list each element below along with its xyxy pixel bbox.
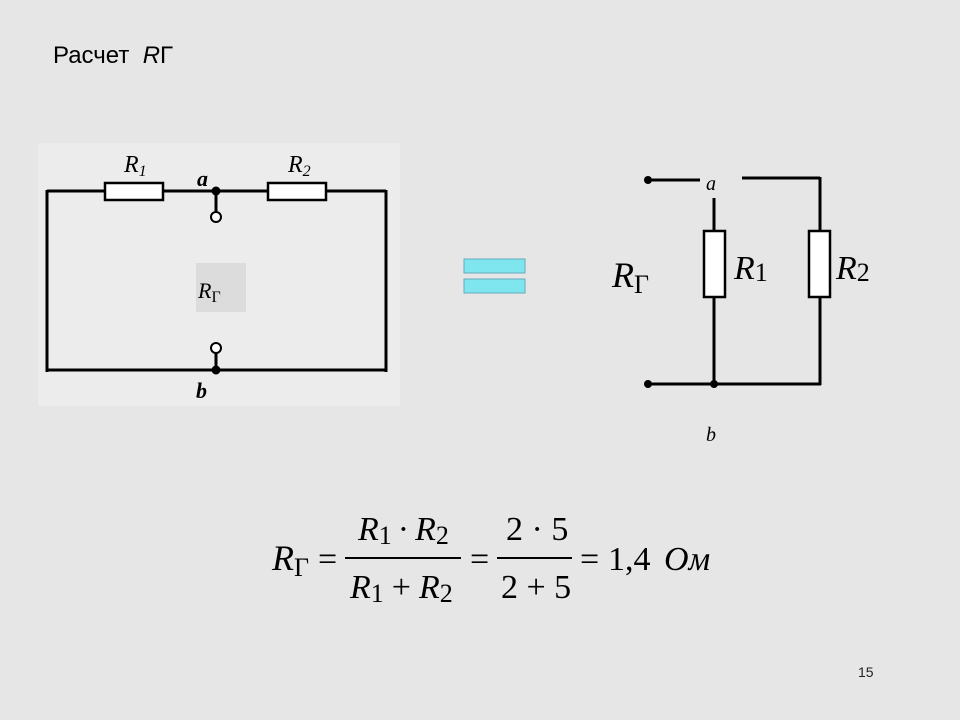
left-label-node-a: a [197,166,208,191]
left-rg-label-box [196,263,246,312]
right-resistor-r2 [807,229,832,299]
left-circuit: R1 R2 a b RГ [38,143,400,406]
equivalence-sign [463,258,526,294]
left-resistor-r2 [266,181,328,202]
title-symbol: R [142,42,161,69]
formula-denominator-2: 2 + 5 [501,569,571,606]
right-label-node-a: a [706,173,716,195]
left-resistor-r1 [103,181,165,202]
right-node-b-dot [710,380,718,388]
right-resistor-r1 [702,229,727,299]
slide-title: Расчет RГ [53,42,173,70]
left-node-b-dot [211,365,221,375]
formula-result: 1,4 [608,541,651,578]
right-label-r2: R2 [835,250,870,287]
left-label-r2: R2 [287,152,311,180]
left-terminal-b [210,342,222,354]
equivalence-bar-bottom [463,278,526,294]
left-terminal-a [210,211,222,223]
left-label-rg: RГ [197,278,221,306]
formula-lhs: RГ [271,538,309,582]
left-node-a-dot [211,186,221,196]
formula-equals-2: = [470,541,489,578]
formula-unit: Ом [664,541,710,578]
formula-numerator-1: R1·R2 [357,511,449,550]
right-terminal-bottom [644,380,652,388]
formula: RГ = R1·R2 R1+R2 = 2 · 5 2 + 5 = 1,4 Ом [271,511,710,608]
title-prefix: Расчет [53,42,130,69]
formula-denominator-1: R1+R2 [349,569,453,608]
page-number: 15 [858,664,874,680]
right-terminal-top [644,176,652,184]
right-circuit-wires [648,176,822,386]
formula-equals-1: = [318,541,337,578]
left-label-r1: R1 [123,152,147,180]
title-subscript: Г [160,42,174,69]
right-label-node-b: b [706,424,716,446]
right-label-r1: R1 [733,250,768,287]
formula-equals-3: = [580,541,599,578]
right-label-rg: RГ [611,255,649,299]
formula-numerator-2: 2 · 5 [506,511,568,548]
left-label-node-b: b [196,378,207,403]
equivalence-bar-top [463,258,526,274]
right-circuit: a b RГ R1 R2 [611,173,870,446]
